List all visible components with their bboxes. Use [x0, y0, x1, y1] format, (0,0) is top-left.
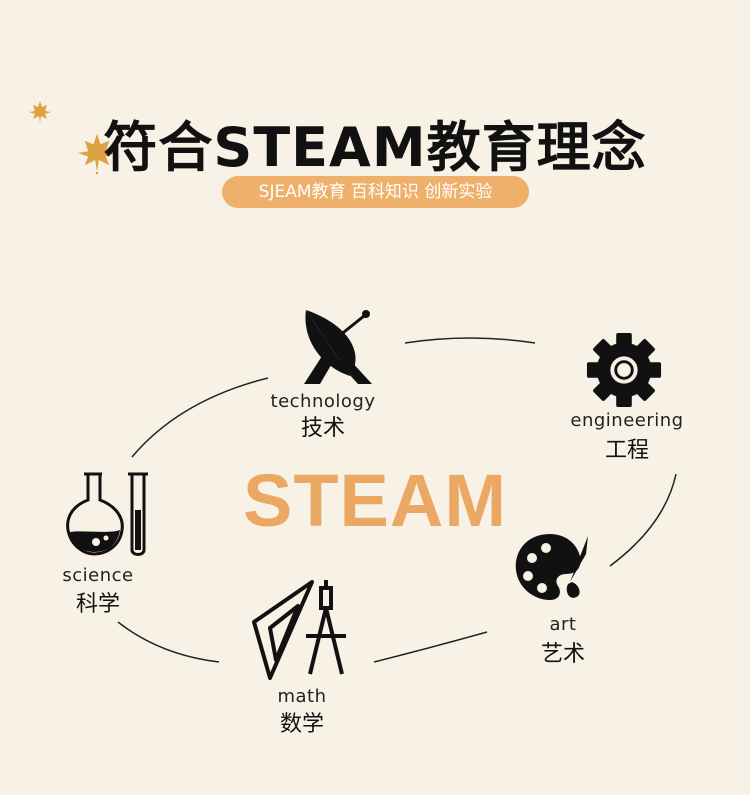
engineering-zh-label: 工程	[604, 438, 649, 463]
arc-engineering-art	[609, 473, 677, 567]
science-zh-label: 科学	[75, 592, 120, 617]
maple-leaf-small-icon	[29, 101, 51, 123]
arc-technology-engineering	[404, 337, 536, 344]
technology-zh-label: 技术	[300, 416, 345, 441]
page-title: 符合STEAM教育理念	[103, 116, 647, 179]
palette-icon	[515, 534, 588, 600]
math-en-label: math	[277, 686, 327, 707]
satellite-dish-icon	[304, 310, 372, 384]
steam-center-label: STEAM	[243, 459, 507, 542]
ruler-compass-icon	[252, 580, 346, 680]
arc-art-math	[373, 631, 488, 663]
art-en-label: art	[549, 614, 577, 635]
gear-icon	[586, 332, 662, 408]
arc-math-science	[117, 621, 220, 663]
engineering-en-label: engineering	[570, 410, 684, 431]
subtitle-badge: SJEAM教育 百科知识 创新实验	[222, 176, 529, 208]
maple-leaf-large-icon	[77, 133, 117, 174]
science-en-label: science	[62, 565, 134, 586]
technology-en-label: technology	[270, 391, 376, 412]
arc-science-technology	[131, 377, 269, 458]
math-zh-label: 数学	[279, 712, 324, 737]
flask-icon	[66, 472, 148, 556]
art-zh-label: 艺术	[540, 642, 585, 667]
